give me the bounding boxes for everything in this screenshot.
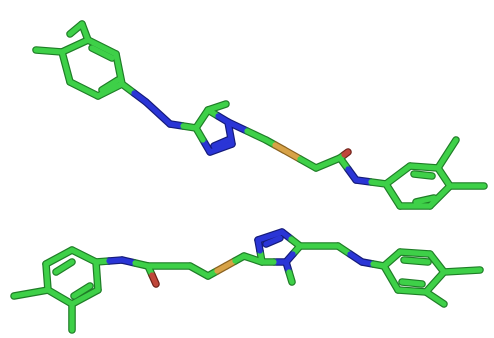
bond-stick-44 bbox=[411, 171, 435, 179]
bond-stick-31 bbox=[313, 155, 343, 171]
bond-stick-40 bbox=[381, 249, 403, 269]
bond-stick-6 bbox=[89, 45, 115, 61]
bond-stick-9 bbox=[79, 21, 91, 43]
bond-stick-43 bbox=[423, 269, 447, 295]
bond-stick-48 bbox=[441, 267, 483, 275]
bond-stick-4 bbox=[67, 79, 101, 99]
bond-stick-46 bbox=[401, 257, 431, 265]
bond-stick-5 bbox=[43, 261, 51, 293]
bond-stick-45 bbox=[413, 195, 437, 205]
bond-stick-38 bbox=[383, 163, 413, 187]
bond-stick-17 bbox=[187, 263, 211, 279]
bond-stick-39 bbox=[407, 163, 441, 171]
bond-stick-47 bbox=[399, 279, 425, 287]
bond-stick-20 bbox=[207, 141, 235, 155]
mol-1-sticks bbox=[11, 229, 483, 333]
bond-stick-10 bbox=[67, 21, 85, 37]
bond-stick-5 bbox=[59, 49, 73, 85]
bond-stick-13 bbox=[143, 99, 173, 127]
bond-stick-23 bbox=[211, 137, 231, 149]
bond-stick-7 bbox=[71, 283, 93, 299]
bond-stick-25 bbox=[225, 119, 250, 134]
bond-stick-42 bbox=[427, 251, 447, 275]
bond-stick-34 bbox=[286, 269, 295, 285]
bond-stick-26 bbox=[244, 128, 269, 143]
bond-stick-41 bbox=[397, 249, 433, 257]
bond-stick-3 bbox=[95, 81, 125, 99]
mol-0-sticks bbox=[33, 21, 487, 209]
bond-stick-0 bbox=[59, 37, 91, 55]
bond-stick-8 bbox=[11, 287, 51, 299]
bond-stick-6 bbox=[53, 259, 75, 275]
upper-molecule bbox=[32, 20, 488, 210]
bond-stick-40 bbox=[435, 165, 453, 189]
bond-stick-2 bbox=[113, 51, 125, 87]
bond-stick-32 bbox=[263, 235, 283, 247]
bond-stick-15 bbox=[149, 272, 159, 287]
bond-stick-22 bbox=[193, 125, 206, 143]
bond-stick-16 bbox=[193, 107, 211, 131]
bond-stick-0 bbox=[43, 247, 75, 267]
bond-stick-1 bbox=[85, 37, 119, 57]
bond-stick-33 bbox=[341, 149, 351, 158]
bond-stick-30 bbox=[297, 156, 319, 171]
bond-stick-45 bbox=[381, 263, 401, 293]
bond-stick-1 bbox=[69, 247, 99, 265]
bond-stick-41 bbox=[427, 183, 453, 209]
bond-stick-43 bbox=[383, 181, 403, 209]
bond-stick-49 bbox=[423, 289, 447, 307]
lower-molecule bbox=[10, 228, 484, 334]
bond-stick-46 bbox=[435, 137, 459, 171]
bond-stick-2 bbox=[93, 259, 101, 293]
bond-stick-4 bbox=[45, 287, 75, 307]
bond-stick-44 bbox=[395, 287, 429, 295]
bond-stick-24 bbox=[205, 101, 229, 113]
bond-stick-25 bbox=[255, 229, 285, 243]
bond-stick-29 bbox=[281, 147, 303, 162]
bond-stick-19 bbox=[225, 119, 235, 147]
bond-stick-7 bbox=[99, 77, 121, 93]
bond-stick-3 bbox=[69, 287, 101, 307]
bond-stick-22 bbox=[241, 253, 265, 265]
bond-stick-8 bbox=[33, 47, 65, 55]
